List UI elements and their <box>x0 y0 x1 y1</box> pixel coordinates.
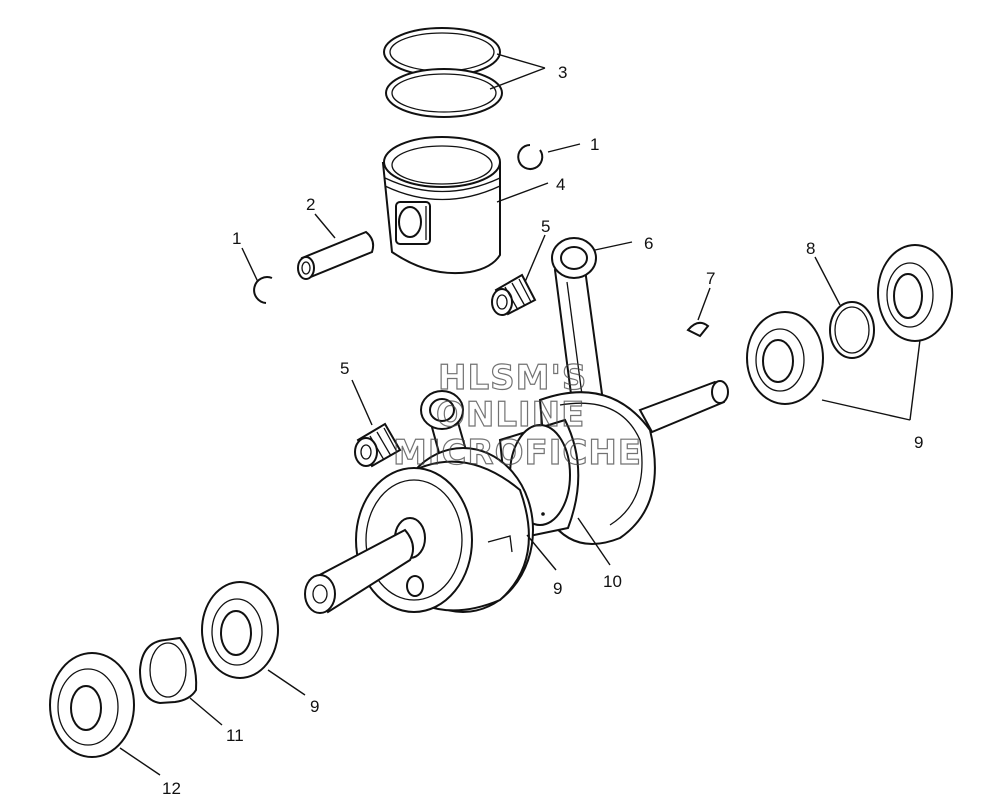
callout-1-left: 1 <box>232 229 241 248</box>
callout-11: 11 <box>226 726 244 745</box>
callout-10: 10 <box>603 572 622 591</box>
piston-rings[interactable] <box>383 27 503 118</box>
callout-6: 6 <box>644 234 653 253</box>
watermark-line-2: ONLINE <box>436 395 585 435</box>
needle-bearing-upper[interactable] <box>491 273 537 316</box>
spacer-ring[interactable] <box>138 636 198 705</box>
oil-seal[interactable] <box>49 652 135 758</box>
callout-9-center: 9 <box>553 579 562 598</box>
callout-4: 4 <box>556 175 565 194</box>
wrist-pin[interactable] <box>297 230 375 280</box>
crankshaft-right-stub[interactable] <box>638 380 729 434</box>
watermark-line-3: MICROFICHE <box>393 433 642 473</box>
bearing-right-inner[interactable] <box>746 311 824 405</box>
woodruff-key[interactable] <box>686 321 710 338</box>
watermark: HLSM'S ONLINE MICROFICHE <box>392 357 642 473</box>
bearing-right-outer[interactable] <box>877 244 953 342</box>
callout-9-lower: 9 <box>310 697 319 716</box>
callout-12: 12 <box>162 779 181 798</box>
callout-1-right: 1 <box>590 135 599 154</box>
needle-bearing-lower[interactable] <box>354 422 402 468</box>
leader-lines <box>119 53 921 776</box>
watermark-line-1: HLSM'S <box>438 358 587 398</box>
callout-2: 2 <box>306 195 315 214</box>
circlip-left[interactable] <box>253 276 273 304</box>
callout-8: 8 <box>806 239 815 258</box>
bearing-lower-left[interactable] <box>201 581 279 679</box>
callout-labels: 3 1 4 2 1 5 6 7 8 9 5 9 10 9 11 12 <box>162 63 923 798</box>
circlip-right[interactable] <box>517 144 544 170</box>
callout-5-upper: 5 <box>541 217 550 236</box>
piston[interactable] <box>381 136 501 275</box>
callout-5-lower: 5 <box>340 359 349 378</box>
crankshaft-left-stub[interactable] <box>304 528 424 614</box>
callout-3: 3 <box>558 63 567 82</box>
shim-ring[interactable] <box>829 301 875 359</box>
callout-9-right: 9 <box>914 433 923 452</box>
callout-7: 7 <box>706 269 715 288</box>
